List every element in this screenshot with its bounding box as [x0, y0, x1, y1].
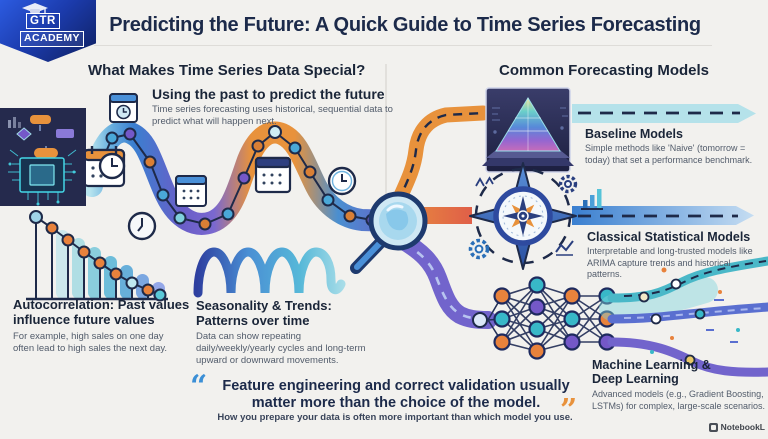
calendar-icon	[254, 156, 292, 194]
brand-name-line1: GTR	[26, 13, 60, 30]
quote-text: Feature engineering and correct validati…	[222, 378, 570, 412]
open-quote-icon: “	[190, 369, 208, 404]
close-quote-icon: ”	[560, 393, 578, 428]
calendar-clock-icon	[109, 93, 138, 123]
branch-baseline-path	[390, 105, 491, 210]
item-desc-seasonality: Data can show repeating daily/weekly/yea…	[196, 331, 366, 367]
neural-network-icon	[487, 276, 616, 360]
autocorrelation-decay-chart	[26, 210, 168, 302]
branch-ml-path	[393, 231, 497, 329]
clock-icon	[127, 211, 157, 241]
item-title-baseline-models: Baseline Models	[585, 127, 683, 141]
notebook-logo-icon	[708, 422, 718, 432]
right-section-header: Common Forecasting Models	[499, 62, 710, 79]
gear-icon	[468, 238, 490, 260]
quote-subtext: How you prepare your data is often more …	[217, 412, 573, 423]
brand-name-line2: ACADEMY	[20, 31, 84, 47]
item-desc-autocorrelation: For example, high sales on one day often…	[13, 331, 168, 355]
mini-trend-chart-icon	[555, 240, 574, 256]
pyramid-hologram-image	[482, 87, 574, 173]
baseline-arrow	[572, 104, 756, 123]
item-title-classical-models: Classical Statistical Models	[587, 230, 751, 244]
left-section-header: What Makes Time Series Data Special?	[88, 62, 366, 79]
page-title: Predicting the Future: A Quick Guide to …	[109, 14, 701, 36]
mini-tree-icon	[475, 176, 494, 187]
gear-icon	[558, 174, 578, 194]
item-title-autocorrelation: Autocorrelation: Past values influence f…	[13, 297, 190, 327]
item-desc-using-the-past: Time series forecasting uses historical,…	[152, 104, 393, 128]
circuit-chip-image	[0, 108, 86, 206]
compass-icon	[469, 162, 577, 270]
mini-bar-chart-icon	[581, 189, 603, 210]
item-desc-baseline-models: Simple methods like 'Naive' (tomorrow = …	[585, 143, 753, 165]
clock-icon	[327, 166, 357, 196]
item-title-seasonality: Seasonality & Trends: Patterns over time	[196, 298, 332, 328]
watermark-label: NotebookL	[720, 422, 765, 432]
item-title-ml-deep-learning: Machine Learning & Deep Learning	[592, 358, 711, 386]
item-title-using-the-past: Using the past to predict the future	[152, 86, 385, 102]
item-desc-ml-deep-learning: Advanced models (e.g., Gradient Boosting…	[592, 389, 766, 411]
calendar-icon	[175, 175, 207, 207]
watermark: NotebookL	[708, 422, 765, 432]
forecast-stream-paths	[599, 256, 768, 377]
title-divider	[94, 45, 712, 46]
seasonality-wave-icon	[193, 247, 346, 298]
item-desc-classical-models: Interpretable and long-trusted models li…	[587, 246, 753, 280]
magnifier-icon	[350, 191, 428, 274]
clock-icon	[98, 152, 126, 180]
